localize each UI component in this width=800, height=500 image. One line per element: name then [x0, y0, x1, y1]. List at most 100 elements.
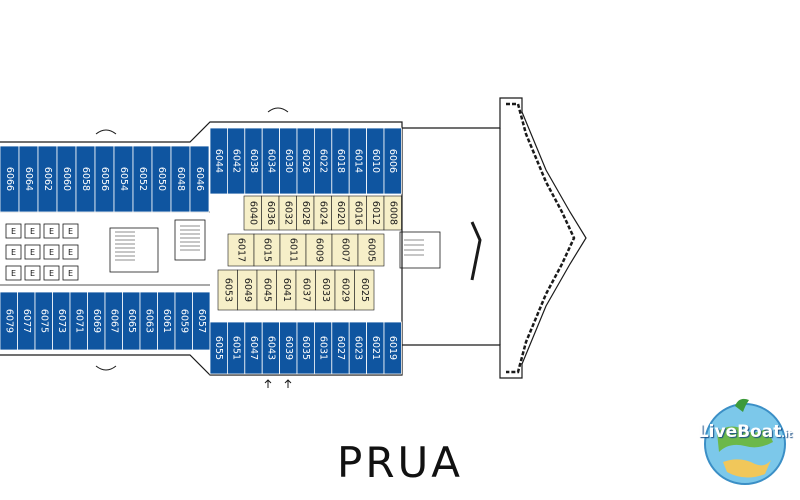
cabin-6033[interactable]: 6033 [315, 269, 336, 311]
cabin-6047[interactable]: 6047 [244, 321, 263, 375]
cabin-6043[interactable]: 6043 [261, 321, 281, 375]
stairs-left [115, 231, 135, 261]
cabin-6067[interactable]: 6067 [104, 291, 123, 351]
cabin-number: 6038 [248, 149, 259, 173]
cabin-6036[interactable]: 6036 [261, 195, 280, 231]
cabin-6038[interactable]: 6038 [244, 127, 263, 195]
cabin-6008[interactable]: 6008 [383, 195, 402, 231]
cabin-6023[interactable]: 6023 [348, 321, 368, 375]
cabin-6015[interactable]: 6015 [253, 233, 281, 267]
cabin-6019[interactable]: 6019 [383, 321, 402, 375]
cabin-6005[interactable]: 6005 [357, 233, 385, 267]
cabin-6054[interactable]: 6054 [113, 145, 134, 213]
cabin-6058[interactable]: 6058 [75, 145, 96, 213]
cabin-6031[interactable]: 6031 [313, 321, 333, 375]
cabin-6061[interactable]: 6061 [157, 291, 176, 351]
cabin-6006[interactable]: 6006 [383, 127, 402, 195]
service-room: E [5, 244, 22, 260]
service-room: E [24, 244, 41, 260]
cabin-6053[interactable]: 6053 [217, 269, 238, 311]
cabin-6025[interactable]: 6025 [354, 269, 375, 311]
cabin-number: 6059 [178, 309, 189, 333]
cabin-6045[interactable]: 6045 [256, 269, 277, 311]
room-box [24, 223, 41, 239]
cabin-6037[interactable]: 6037 [295, 269, 316, 311]
cabin-box [331, 233, 359, 267]
cabin-6064[interactable]: 6064 [18, 145, 39, 213]
cabin-number: 6006 [387, 149, 398, 173]
cabin-6066[interactable]: 6066 [0, 145, 20, 213]
cabin-6014[interactable]: 6014 [348, 127, 368, 195]
room-label: E [68, 269, 73, 278]
cabin-6051[interactable]: 6051 [226, 321, 246, 375]
cabin-box [192, 291, 211, 351]
cabin-number: 6045 [261, 278, 272, 302]
cabin-6062[interactable]: 6062 [37, 145, 58, 213]
cabin-6028[interactable]: 6028 [296, 195, 315, 231]
cabin-6056[interactable]: 6056 [94, 145, 115, 213]
cabin-6009[interactable]: 6009 [305, 233, 333, 267]
cabin-6016[interactable]: 6016 [348, 195, 367, 231]
cabin-6075[interactable]: 6075 [34, 291, 53, 351]
cabin-6032[interactable]: 6032 [278, 195, 297, 231]
cabin-number: 6026 [300, 149, 311, 173]
cabin-6024[interactable]: 6024 [313, 195, 332, 231]
cabin-6044[interactable]: 6044 [209, 127, 228, 195]
cabin-6010[interactable]: 6010 [366, 127, 385, 195]
cabin-number: 6058 [80, 167, 91, 191]
cabin-6012[interactable]: 6012 [366, 195, 385, 231]
cabin-6021[interactable]: 6021 [366, 321, 385, 375]
cabin-6049[interactable]: 6049 [237, 269, 258, 311]
cabin-6042[interactable]: 6042 [226, 127, 246, 195]
cabin-6071[interactable]: 6071 [69, 291, 88, 351]
cabin-6039[interactable]: 6039 [279, 321, 298, 375]
cabin-6007[interactable]: 6007 [331, 233, 359, 267]
cabin-6020[interactable]: 6020 [331, 195, 350, 231]
cabin-6048[interactable]: 6048 [170, 145, 191, 213]
cabin-box [253, 233, 281, 267]
cabin-6029[interactable]: 6029 [334, 269, 355, 311]
cabin-6046[interactable]: 6046 [189, 145, 210, 213]
room-label: E [68, 227, 73, 236]
arrow-top-1 [95, 129, 117, 135]
cabin-number: 6050 [156, 167, 167, 191]
cabin-6055[interactable]: 6055 [209, 321, 228, 375]
stairs-right [404, 239, 424, 256]
cabin-6041[interactable]: 6041 [276, 269, 297, 311]
cabin-6079[interactable]: 6079 [0, 291, 18, 351]
cabin-number: 6032 [282, 201, 293, 225]
room-box [43, 244, 60, 260]
cabin-number: 6077 [21, 309, 32, 333]
cabin-6034[interactable]: 6034 [261, 127, 281, 195]
cabin-box [279, 233, 307, 267]
cabin-6073[interactable]: 6073 [52, 291, 71, 351]
room-box [5, 244, 22, 260]
cabin-6026[interactable]: 6026 [296, 127, 315, 195]
cabin-6050[interactable]: 6050 [151, 145, 172, 213]
cabin-number: 6061 [161, 309, 172, 333]
cabin-6011[interactable]: 6011 [279, 233, 307, 267]
cabin-6040[interactable]: 6040 [243, 195, 262, 231]
cabin-6017[interactable]: 6017 [227, 233, 255, 267]
cabin-6065[interactable]: 6065 [122, 291, 141, 351]
cabin-6060[interactable]: 6060 [56, 145, 77, 213]
cabin-6022[interactable]: 6022 [313, 127, 333, 195]
cabin-number: 6064 [23, 167, 34, 191]
cabin-6077[interactable]: 6077 [17, 291, 36, 351]
cabin-6035[interactable]: 6035 [296, 321, 315, 375]
cabin-6063[interactable]: 6063 [139, 291, 158, 351]
cabin-number: 6005 [366, 238, 377, 262]
cabin-6059[interactable]: 6059 [174, 291, 193, 351]
cabin-number: 6069 [91, 309, 102, 333]
room-box [5, 223, 22, 239]
cabin-6018[interactable]: 6018 [331, 127, 350, 195]
cabin-6057[interactable]: 6057 [192, 291, 211, 351]
cabin-number: 6012 [370, 201, 381, 225]
room-box [62, 265, 79, 281]
cabin-6030[interactable]: 6030 [279, 127, 298, 195]
cabin-6027[interactable]: 6027 [331, 321, 350, 375]
cabin-6052[interactable]: 6052 [132, 145, 153, 213]
cabin-6069[interactable]: 6069 [87, 291, 106, 351]
cabin-number: 6019 [387, 336, 398, 360]
